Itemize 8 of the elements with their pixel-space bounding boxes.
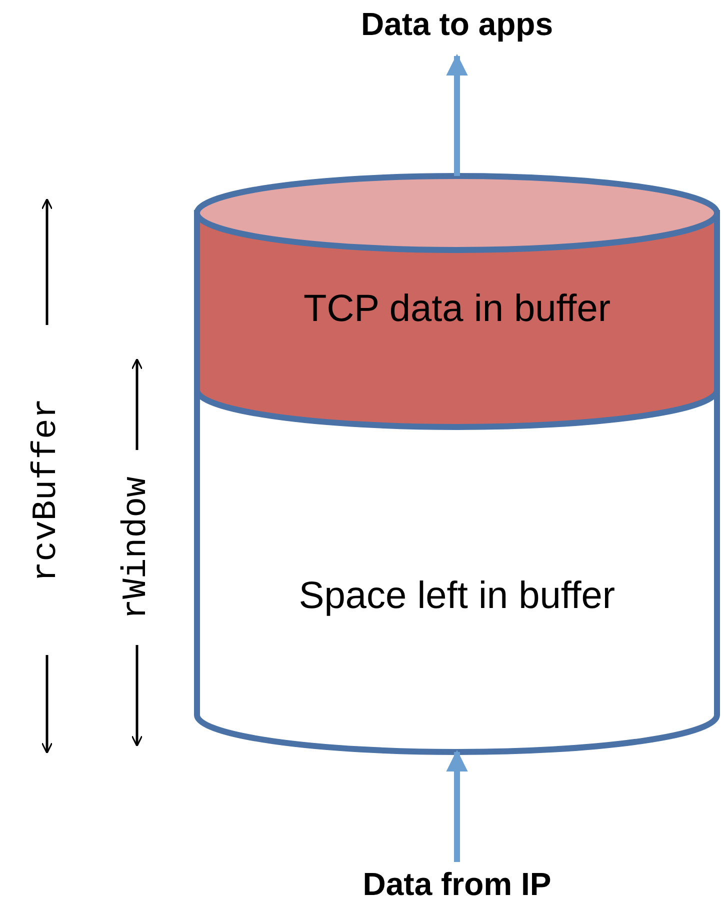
flow-arrow bbox=[446, 54, 468, 176]
layer-label: TCP data in buffer bbox=[302, 288, 612, 331]
flow-arrow bbox=[446, 750, 468, 862]
flow-label: Data from IP bbox=[362, 866, 552, 903]
dimension-label: rcvBuffer bbox=[28, 398, 66, 582]
dimension-label: rWindow bbox=[118, 476, 156, 620]
layer-label: Space left in buffer bbox=[298, 575, 616, 618]
flow-label: Data to apps bbox=[360, 6, 554, 43]
